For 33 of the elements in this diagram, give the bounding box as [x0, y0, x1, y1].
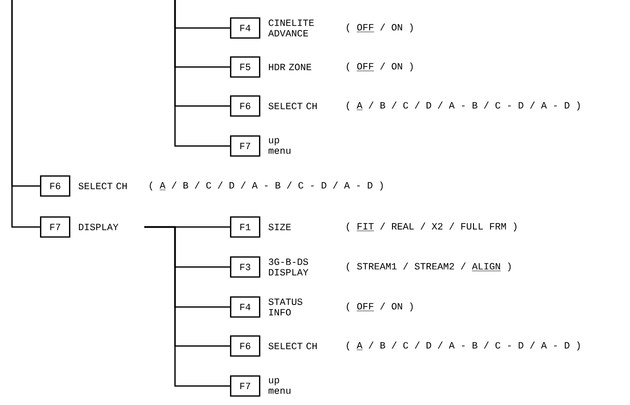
- key-box: F6: [230, 95, 260, 117]
- menu-label: SELECT CH: [78, 182, 127, 190]
- menu-label: SIZE: [268, 224, 291, 230]
- option-list: ( A / B / C / D / A - B / C - D / A - D ): [346, 342, 580, 350]
- menu-label: CINELITE ADVANCE: [268, 20, 314, 36]
- connector-line: [11, 0, 40, 228]
- option-list: ( OFF / ON ): [346, 302, 413, 312]
- key-box: F5: [230, 56, 260, 78]
- option-list: ( STREAM1 / STREAM2 / ALIGN ): [346, 262, 511, 272]
- option-list: ( OFF / ON ): [346, 62, 413, 72]
- menu-label: STATUS INFO: [268, 298, 302, 316]
- connector-line: [174, 0, 230, 147]
- menu-label: up menu: [268, 138, 290, 154]
- connector-line: [144, 226, 230, 387]
- key-box: F4: [230, 17, 260, 39]
- key-box: F7: [40, 216, 70, 238]
- key-box: F4: [230, 296, 260, 318]
- option-list: ( OFF / ON ): [346, 23, 413, 32]
- menu-label: SELECT CH: [268, 102, 317, 110]
- key-box: F6: [40, 175, 70, 197]
- key-box: F7: [230, 135, 260, 157]
- option-list: ( A / B / C / D / A - B / C - D / A - D ): [150, 182, 383, 190]
- key-box: F6: [230, 335, 260, 357]
- option-list: ( FIT / REAL / X2 / FULL FRM ): [346, 222, 516, 232]
- key-box: F1: [230, 216, 260, 238]
- menu-label: up menu: [268, 378, 290, 394]
- key-box: F7: [230, 375, 260, 397]
- menu-label: DISPLAY: [78, 224, 118, 230]
- menu-label: SELECT CH: [268, 342, 317, 350]
- menu-label: 3G-B-DS DISPLAY: [268, 258, 308, 276]
- option-list: ( A / B / C / D / A - B / C - D / A - D ): [346, 102, 580, 110]
- menu-label: HDR ZONE: [268, 64, 312, 70]
- key-box: F3: [230, 256, 260, 278]
